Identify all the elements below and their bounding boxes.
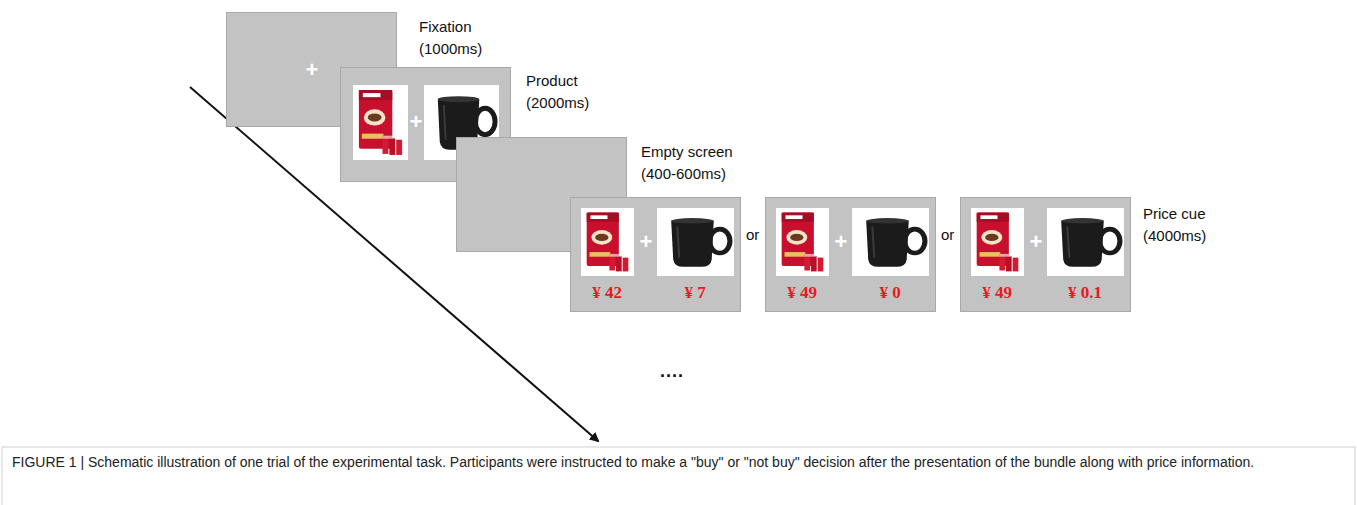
fixation-cross: + — [640, 231, 653, 253]
fixation-cross: + — [1030, 231, 1043, 253]
mug-image — [1047, 208, 1124, 276]
coffee-pack-use — [971, 208, 1024, 276]
mug-use — [657, 208, 734, 276]
price-text: ¥ 49 — [982, 284, 1012, 301]
figure-caption: FIGURE 1 | Schematic illustration of one… — [12, 452, 1345, 472]
price-text: ¥ 0 — [879, 284, 900, 301]
coffee-pack-use — [353, 85, 408, 160]
price-text: ¥ 0.1 — [1068, 284, 1102, 301]
screen-box: + ¥ 49 ¥ 0 — [765, 197, 936, 312]
phase-label: Product (2000ms) — [526, 70, 604, 114]
mug-use — [852, 208, 929, 276]
price-text: ¥ 42 — [592, 284, 622, 301]
price-text: ¥ 49 — [787, 284, 817, 301]
screen-box: + ¥ 42 ¥ 7 — [570, 197, 741, 312]
mug-use — [1047, 208, 1124, 276]
coffee-image — [776, 208, 829, 276]
fixation-cross: + — [306, 59, 319, 81]
continuation-dots: .... — [660, 362, 684, 380]
phase-label: Empty screen (400-600ms) — [641, 141, 745, 185]
coffee-pack-use — [581, 208, 634, 276]
mug-image — [657, 208, 734, 276]
mug-image — [852, 208, 929, 276]
fixation-cross: + — [835, 231, 848, 253]
phase-label: Fixation (1000ms) — [419, 16, 497, 60]
coffee-pack-use — [776, 208, 829, 276]
or-label: or — [941, 227, 954, 242]
phase-label: Price cue (4000ms) — [1143, 203, 1223, 247]
or-label: or — [746, 227, 759, 242]
fixation-cross: + — [410, 111, 423, 133]
coffee-image — [353, 85, 408, 160]
coffee-image — [581, 208, 634, 276]
caption-frame — [2, 447, 1355, 505]
screen-box: +¥ 49¥ 0.1Price cue (4000ms) — [960, 197, 1131, 312]
price-text: ¥ 7 — [684, 284, 705, 301]
coffee-image — [971, 208, 1024, 276]
